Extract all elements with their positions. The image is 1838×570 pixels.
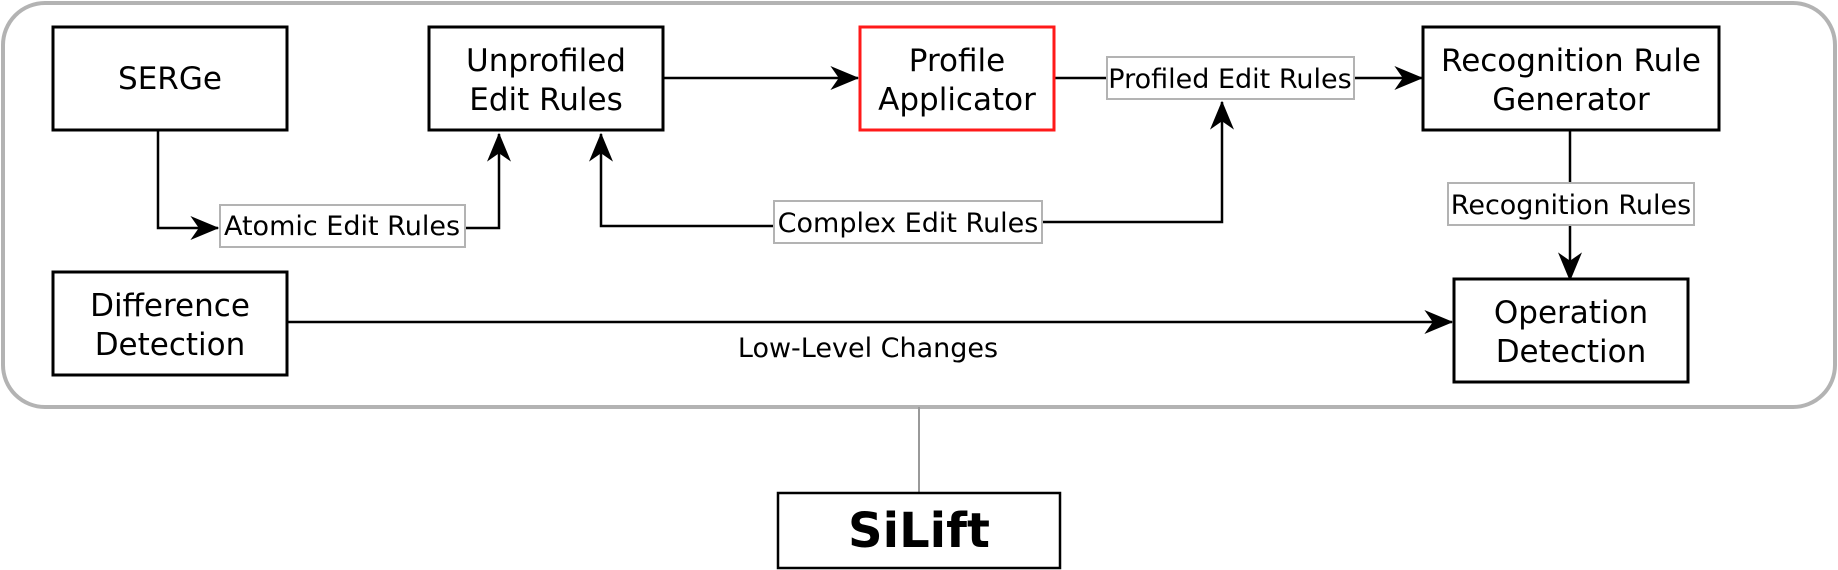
node-serge-label: SERGe <box>118 61 222 97</box>
node-generator-label-line2: Generator <box>1492 82 1650 118</box>
node-silift-label: SiLift <box>848 503 990 559</box>
recognition-rules-text: Recognition Rules <box>1451 190 1691 221</box>
node-silift: SiLift <box>776 491 1062 570</box>
edge-complex-to-profiled <box>1042 100 1234 224</box>
node-difference-detection: Difference Detection <box>51 270 289 377</box>
node-unprofiled-label-line1: Unprofiled <box>466 43 626 79</box>
node-unprofiled-edit-rules: Unprofiled Edit Rules <box>427 25 665 132</box>
complex-edit-rules-text: Complex Edit Rules <box>778 208 1039 239</box>
edge-serge-to-atomic <box>156 130 220 240</box>
node-applicator-label-line1: Profile <box>909 43 1005 79</box>
node-difference-label-line2: Detection <box>95 327 246 363</box>
node-serge: SERGe <box>51 25 289 132</box>
atomic-edit-rules-text: Atomic Edit Rules <box>224 211 460 242</box>
node-difference-label-line1: Difference <box>90 288 250 324</box>
node-unprofiled-label-line2: Edit Rules <box>469 82 623 118</box>
low-level-changes-text: Low-Level Changes <box>738 333 998 364</box>
node-recognition-rule-generator: Recognition Rule Generator <box>1421 25 1721 132</box>
node-operation-label-line2: Detection <box>1496 334 1647 370</box>
node-operation-label-line1: Operation <box>1494 295 1648 331</box>
edge-label-profiled-edit-rules: Profiled Edit Rules <box>1106 56 1355 100</box>
node-generator-label-line1: Recognition Rule <box>1441 43 1701 79</box>
node-profile-applicator: Profile Applicator <box>858 25 1056 132</box>
node-applicator-label-line2: Applicator <box>878 82 1036 118</box>
edge-label-recognition-rules: Recognition Rules <box>1447 182 1695 226</box>
edge-label-complex-edit-rules: Complex Edit Rules <box>773 200 1043 244</box>
edge-atomic-to-unprofiled <box>465 132 511 230</box>
edge-complex-to-unprofiled <box>589 132 774 228</box>
node-operation-detection: Operation Detection <box>1452 277 1690 384</box>
edge-label-atomic-edit-rules: Atomic Edit Rules <box>219 204 466 248</box>
profiled-edit-rules-text: Profiled Edit Rules <box>1108 64 1351 95</box>
